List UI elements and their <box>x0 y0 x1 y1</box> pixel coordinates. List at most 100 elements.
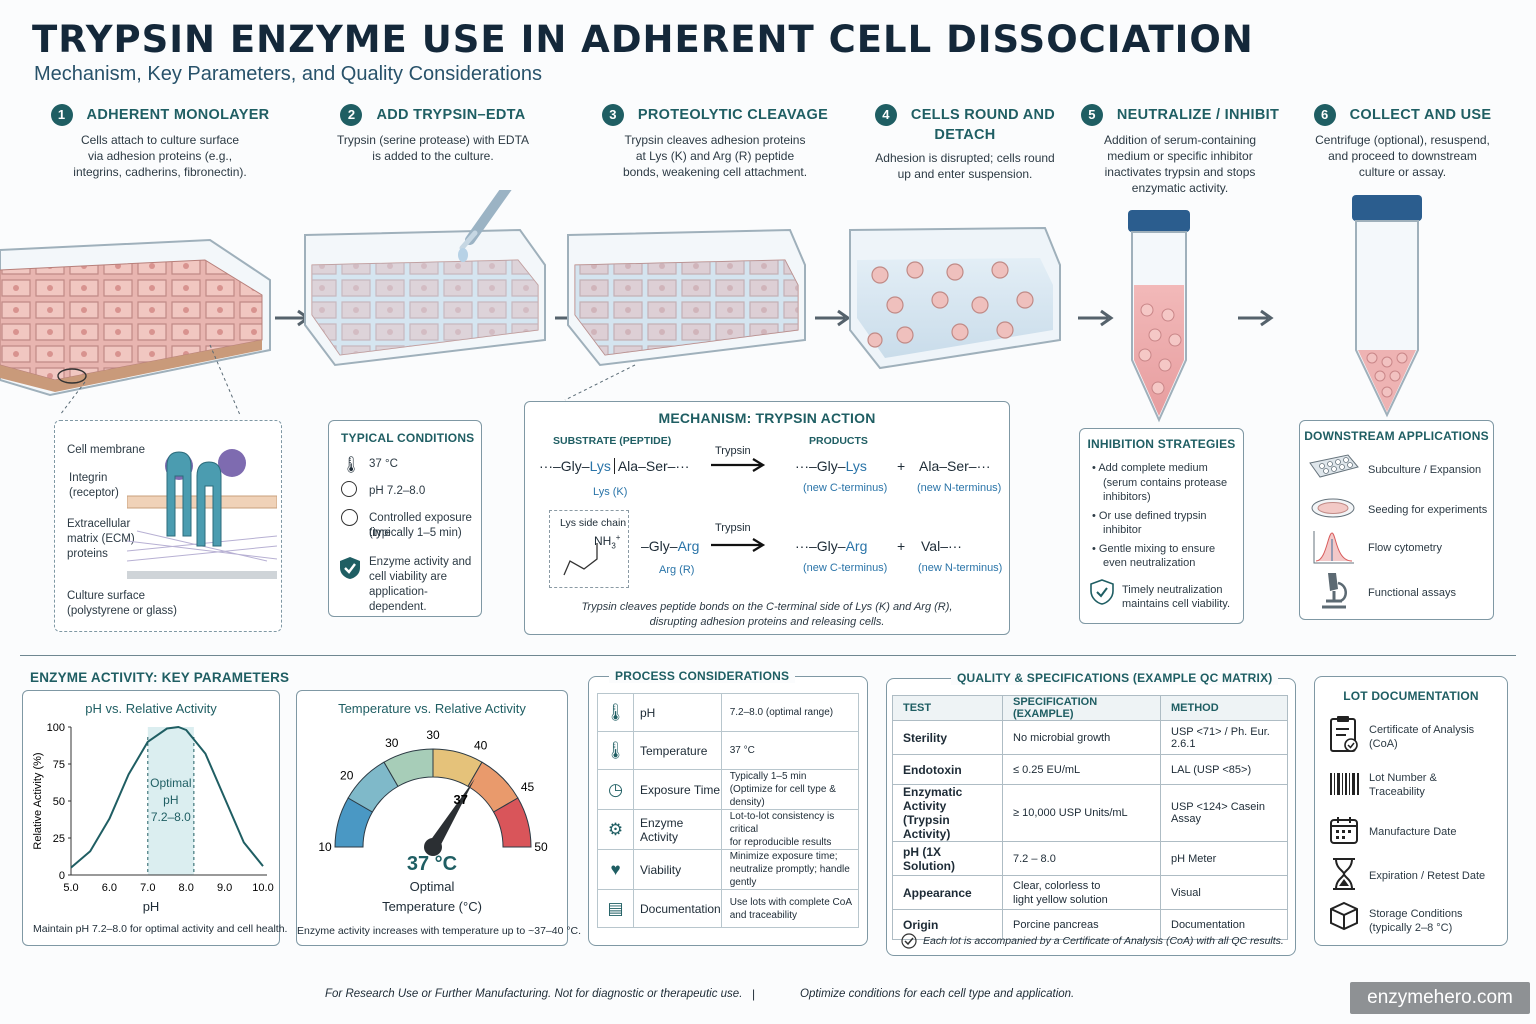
qc-row: Origin Porcine pancreas Documentation <box>892 909 1288 940</box>
residue-tag: Lys (K) <box>593 486 628 498</box>
n-terminus-label: (new N-terminus) <box>918 562 1003 574</box>
panel-heading: QUALITY & SPECIFICATIONS (EXAMPLE QC MAT… <box>951 671 1279 685</box>
bullet-text: Or use defined trypsin <box>1098 509 1207 522</box>
value-line: Lot-to-lot consistency is critical <box>729 811 835 835</box>
gauge-tick-label: 50 <box>534 840 548 854</box>
c-terminus-label: (new C-terminus) <box>803 562 888 574</box>
panel-heading: INHIBITION STRATEGIES <box>1087 437 1236 451</box>
process-illustrations <box>0 190 1422 423</box>
step-desc: medium or specific inhibitor <box>1107 149 1253 163</box>
lot-line: (CoA) <box>1369 738 1398 750</box>
flow-cytometry-icon <box>1313 531 1354 564</box>
residue-arg: Arg <box>845 538 868 554</box>
qc-line: Endotoxin <box>903 762 962 777</box>
step-desc: and proceed to downstream <box>1328 149 1477 163</box>
y-tick-label: 75 <box>53 759 65 771</box>
label-culture-surface: Culture surface <box>67 590 145 602</box>
value-line: and traceability <box>729 909 797 921</box>
arrow-icon <box>275 309 311 327</box>
step-heading: CELLS ROUND AND DETACH <box>910 107 1056 143</box>
lot-line: Lot Number & <box>1369 772 1437 784</box>
gauge-tick-label: 30 <box>385 736 399 750</box>
qc-test: Endotoxin <box>892 754 1003 785</box>
qc-header: TEST <box>892 695 1003 721</box>
lys-side-chain-box: Lys side chain NH3+ <box>549 510 629 588</box>
process-name: pH <box>633 693 722 732</box>
lot-line: (typically 2–8 °C) <box>1369 922 1453 934</box>
integrin-illustration <box>127 449 277 579</box>
qc-row: Sterility No microbial growth USP <71> /… <box>892 720 1288 755</box>
process-value: 37 °C <box>721 731 859 770</box>
tube-collect <box>1352 195 1422 418</box>
side-chain-label: Lys side chain <box>560 517 627 529</box>
process-name: Documentation <box>633 889 722 928</box>
arrow-icon <box>1238 309 1274 327</box>
process-row: ◷ Exposure Time Typically 1–5 min(Optimi… <box>597 769 859 810</box>
bullet-text: inhibitors) <box>1103 491 1151 503</box>
step-number: 2 <box>340 104 363 126</box>
page-subtitle: Mechanism, Key Parameters, and Quality C… <box>34 63 543 85</box>
qc-line: Clear, colorless to <box>1013 879 1101 892</box>
chart-xlabel: pH <box>142 899 160 914</box>
lot-panel: LOT DOCUMENTATION Certificate of Analysi… <box>1314 676 1508 946</box>
thermometer-icon: 🌡 <box>341 457 362 474</box>
step-desc: bonds, weakening cell attachment. <box>622 165 808 179</box>
gauge-sublabel: Optimal <box>409 879 455 894</box>
optimal-band <box>147 727 194 875</box>
step-number: 4 <box>874 104 897 126</box>
y-tick-label: 25 <box>53 833 65 845</box>
dish-cells-detached <box>849 226 1061 370</box>
qc-method: LAL (USP <85>) <box>1160 754 1288 785</box>
qc-test: Enzymatic Activity(Trypsin Activity) <box>892 784 1003 842</box>
value-line: (Optimize for cell type & density) <box>729 784 836 808</box>
gauge-needle-label: 37 <box>453 792 467 807</box>
nh3-text: NH <box>594 534 612 548</box>
step-desc: is added to the culture. <box>372 149 494 163</box>
lot-line: Traceability <box>1369 786 1425 798</box>
process-value: Typically 1–5 min(Optimize for cell type… <box>721 769 859 810</box>
thermometer-icon: 🌡 <box>597 693 634 732</box>
step-desc: enzymatic activity. <box>1131 181 1229 195</box>
heart-icon: ♥ <box>597 849 634 890</box>
label-ecm: proteins <box>67 548 108 560</box>
step-desc: Trypsin (serine protease) with EDTA <box>336 133 530 147</box>
typical-conditions-panel: TYPICAL CONDITIONS 🌡 37 °C pH 7.2–8.0 Co… <box>328 420 482 617</box>
step-heading: ADHERENT MONOLAYER <box>86 107 270 123</box>
footer-disclaimer: For Research Use or Further Manufacturin… <box>325 988 743 1000</box>
step-number: 5 <box>1080 104 1103 126</box>
y-tick-label: 0 <box>59 870 65 882</box>
qc-method: Visual <box>1160 875 1288 910</box>
chart-title: Temperature vs. Relative Activity <box>338 701 526 716</box>
label-ecm: Extracellular <box>67 518 131 530</box>
downstream-item: Flow cytometry <box>1368 542 1442 554</box>
qc-header: SPECIFICATION (EXAMPLE) <box>1002 695 1161 721</box>
panel-heading: LOT DOCUMENTATION <box>1343 689 1479 703</box>
process-row: ⚙ Enzyme Activity Lot-to-lot consistency… <box>597 809 859 850</box>
x-tick-label: 5.0 <box>63 882 78 894</box>
step-desc: at Lys (K) and Arg (R) peptide <box>635 149 795 163</box>
arrow-icon <box>815 309 851 327</box>
qc-test: Origin <box>892 909 1003 940</box>
bullet-text: Add complete medium <box>1098 462 1208 474</box>
peptide-segment: –Gly– <box>641 538 678 554</box>
step-desc: via adhesion proteins (e.g., <box>87 149 233 163</box>
brand-watermark: enzymehero.com <box>1350 982 1530 1014</box>
peptide-segment: ···–Gly– <box>795 458 846 474</box>
enzyme-label: Trypsin <box>715 522 751 534</box>
qc-table: TEST SPECIFICATION (EXAMPLE) METHOD Ster… <box>892 695 1288 940</box>
process-table: 🌡 pH 7.2–8.0 (optimal range)🌡 Temperatur… <box>597 693 859 928</box>
clipboard-icon <box>1330 716 1358 752</box>
peptide-segment: ···–Gly– <box>539 458 590 474</box>
shield-check-icon <box>340 557 360 579</box>
label-cell-membrane: Cell membrane <box>67 444 145 456</box>
residue-arg: Arg <box>677 538 700 554</box>
hourglass-icon <box>1333 858 1355 890</box>
bullet-text: Gentle mixing to ensure <box>1098 542 1216 555</box>
qc-line: ≤ 0.25 EU/mL <box>1013 763 1081 776</box>
